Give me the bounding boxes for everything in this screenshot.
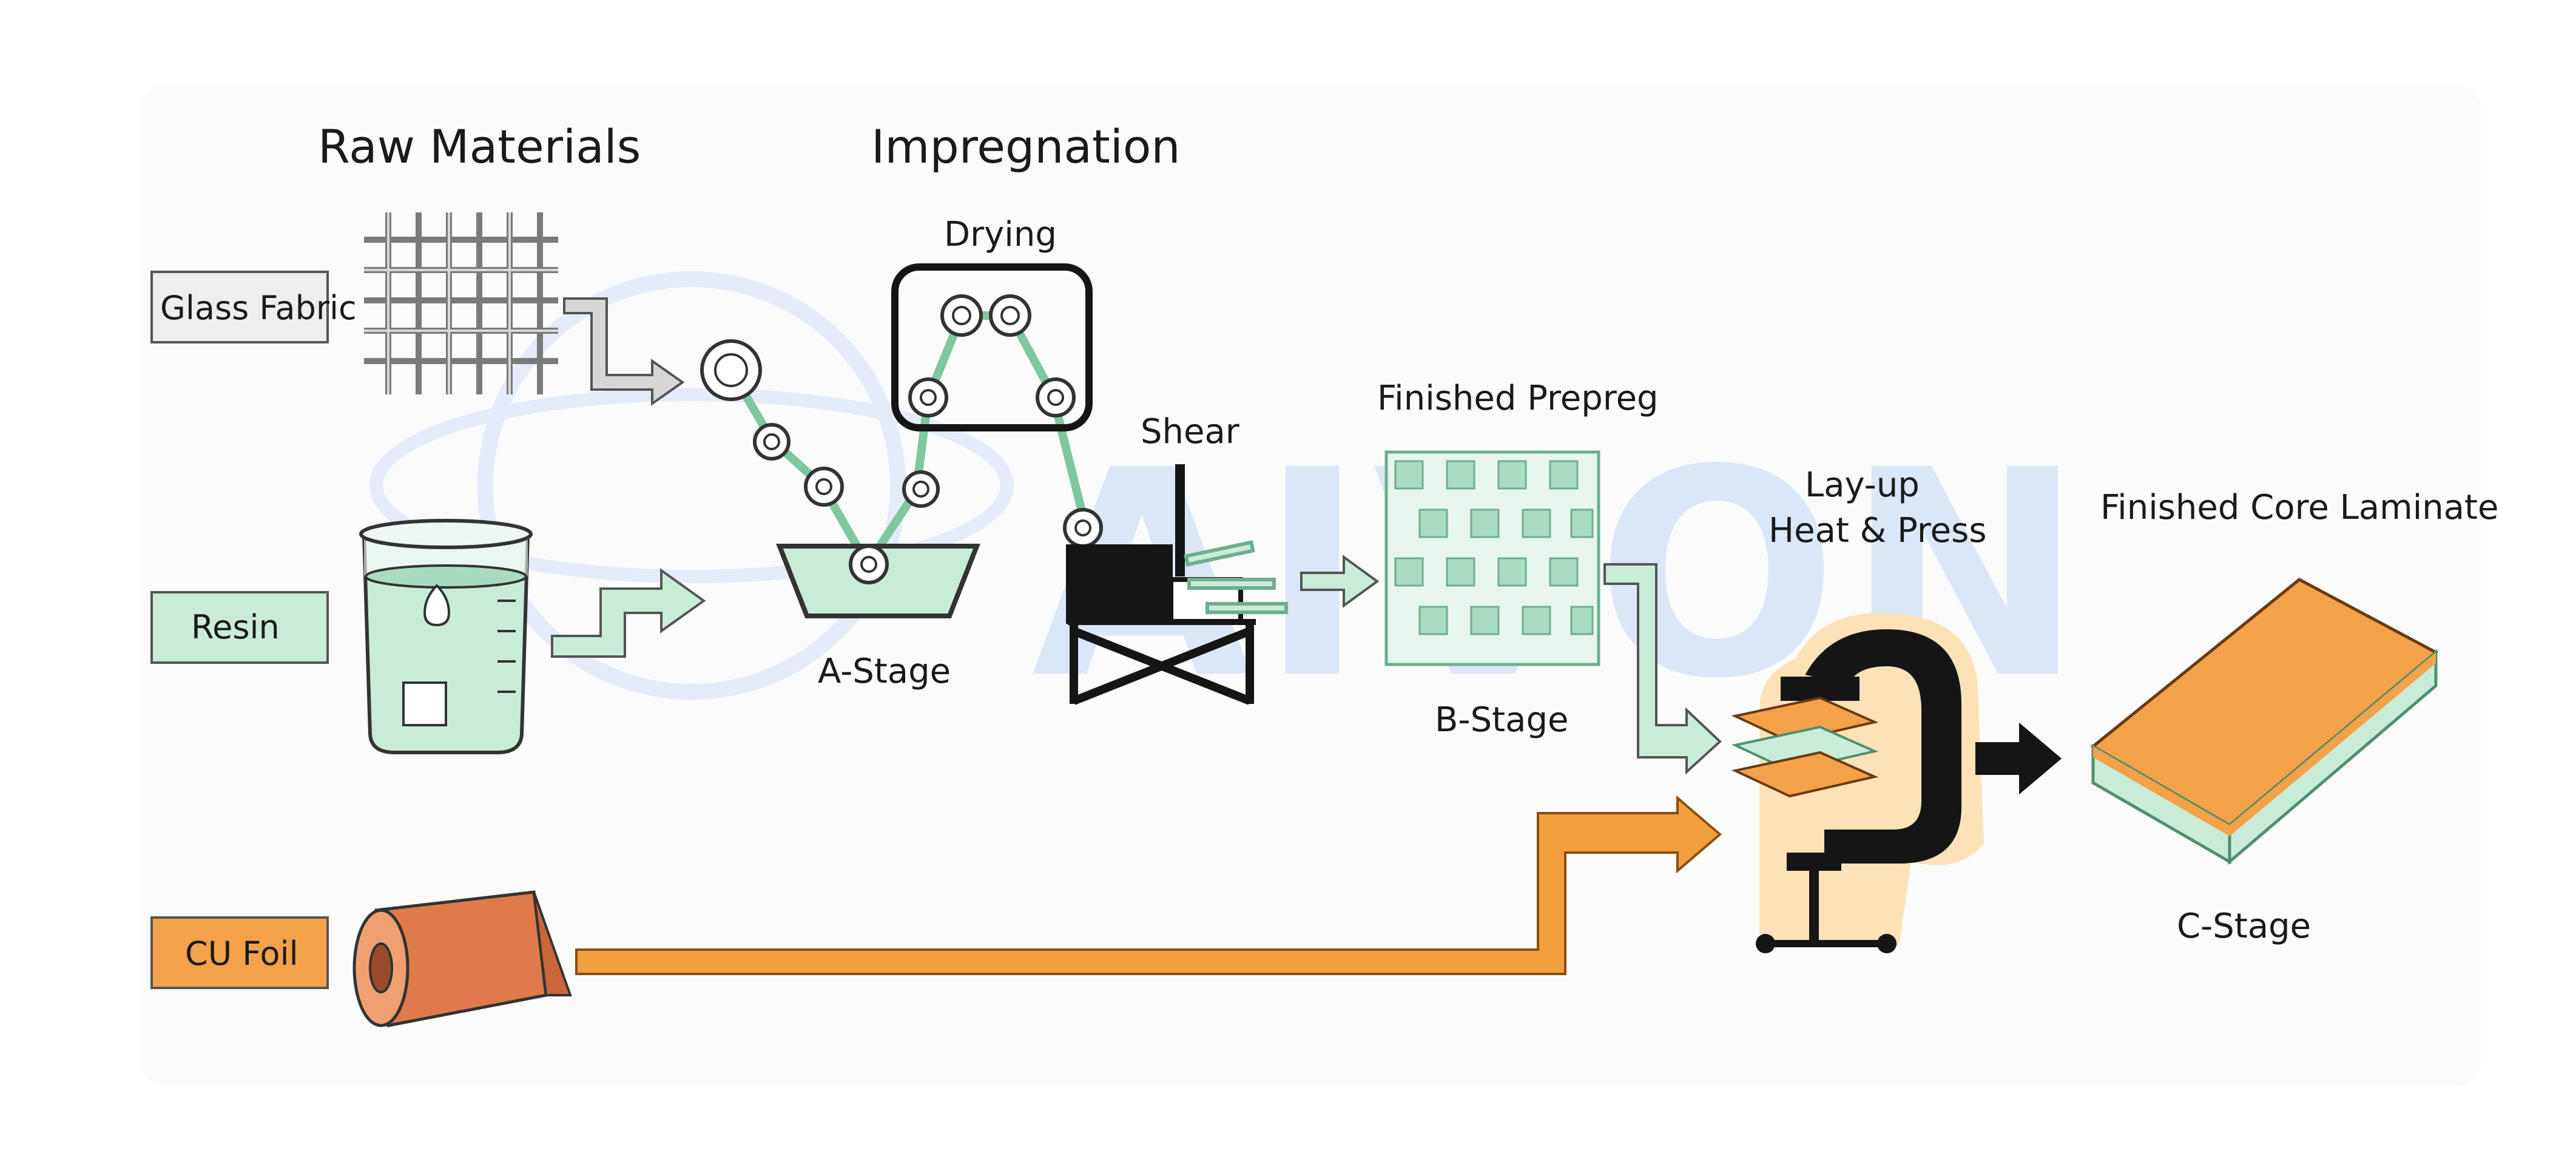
- resin-box: Resin: [150, 591, 329, 664]
- cu-foil-to-press-arrow: [575, 795, 1722, 975]
- cu-foil-box-frame: [150, 916, 329, 989]
- b-stage-label: B-Stage: [1435, 700, 1568, 740]
- shear-machine-icon: [1066, 464, 1288, 705]
- finished-prepreg-label: Finished Prepreg: [1377, 379, 1659, 418]
- prepreg-to-press-arrow: [1603, 563, 1722, 775]
- glass-fabric-box: Glass Fabric: [150, 271, 357, 343]
- resin-label: Resin: [191, 608, 280, 646]
- watermark-orbit-icon: [369, 388, 1014, 583]
- prepreg-sheet-icon: [1384, 450, 1600, 666]
- c-clamp-press-icon: [1731, 613, 1984, 953]
- watermark-globe-icon: [477, 271, 906, 700]
- dryer-icon: [891, 263, 1093, 431]
- shear-label: Shear: [1141, 412, 1240, 451]
- glass-fabric-box-frame: [150, 271, 329, 343]
- heat-press-label: Heat & Press: [1768, 511, 1987, 550]
- finished-core-label: Finished Core Laminate: [2100, 488, 2498, 527]
- c-stage-label: C-Stage: [2177, 907, 2311, 946]
- beaker-icon: [359, 519, 533, 754]
- resin-arrow-shape: [551, 568, 706, 658]
- glass-to-impregnation-arrow: [563, 297, 685, 406]
- a-stage-label: A-Stage: [818, 652, 951, 691]
- layup-label: Lay-up: [1805, 465, 1920, 505]
- fabric-web: [727, 311, 1090, 569]
- shear-to-prepreg-arrow: [1300, 555, 1380, 608]
- cu-foil-box: CU Foil: [150, 916, 329, 989]
- drying-label: Drying: [944, 215, 1057, 254]
- heading-impregnation: Impregnation: [871, 120, 1181, 174]
- glass-weave-icon: [364, 212, 558, 394]
- glass-fabric-label: Glass Fabric: [160, 289, 357, 327]
- heading-raw-materials: Raw Materials: [318, 120, 641, 174]
- resin-box-frame: [150, 591, 329, 664]
- laminate-block-icon: [2090, 578, 2439, 865]
- impregnation-line: [700, 263, 1103, 618]
- press-to-laminate-arrow: [1975, 722, 2062, 795]
- cu-foil-label: CU Foil: [185, 935, 298, 973]
- copper-roll-icon: [352, 890, 572, 1027]
